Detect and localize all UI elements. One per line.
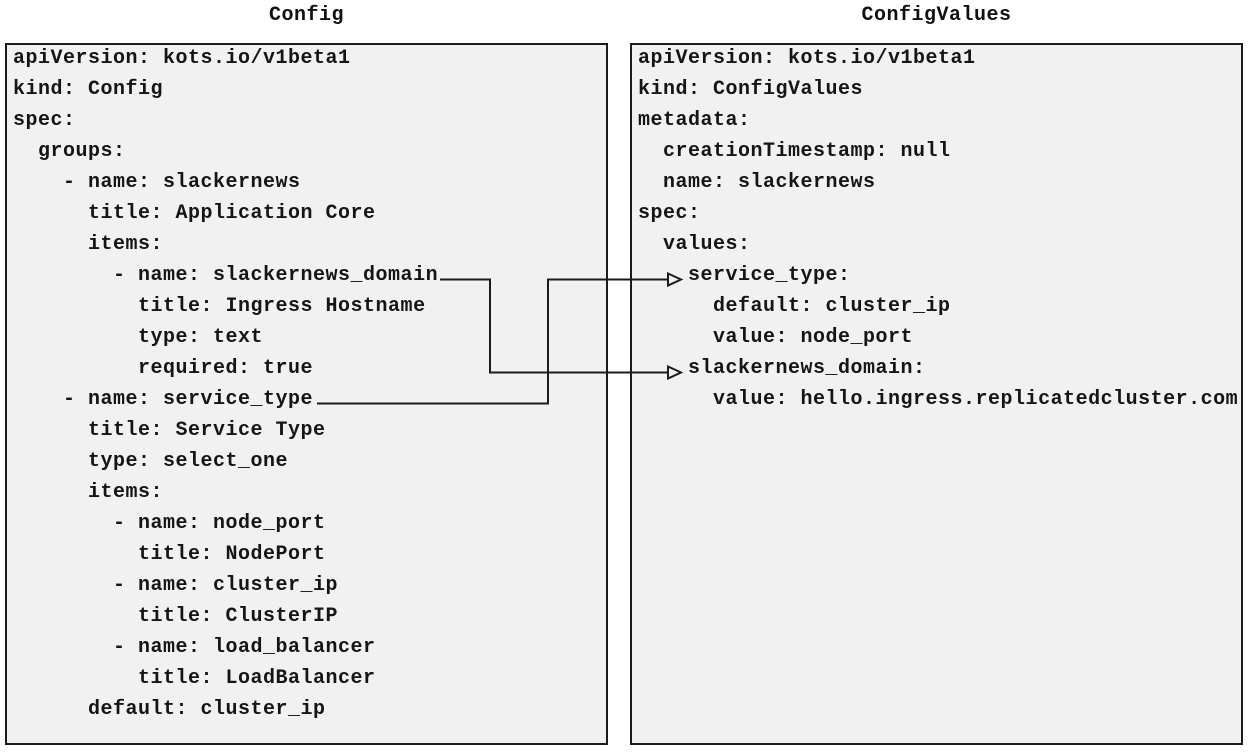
config-code-block: apiVersion: kots.io/v1beta1 kind: Config s… bbox=[7, 45, 606, 729]
code-line: type: text bbox=[13, 326, 264, 349]
code-line: - name: service_type bbox=[13, 388, 314, 411]
code-line: creationTimestamp: null bbox=[638, 140, 951, 163]
code-line: metadata: bbox=[638, 109, 751, 132]
code-line: kind: Config bbox=[13, 78, 164, 101]
code-line: apiVersion: kots.io/v1beta1 bbox=[638, 47, 976, 70]
code-line: spec: bbox=[638, 202, 701, 225]
code-line: default: cluster_ip bbox=[638, 295, 951, 318]
code-line: values: bbox=[638, 233, 751, 256]
code-line: name: slackernews bbox=[638, 171, 876, 194]
code-line: value: node_port bbox=[638, 326, 914, 349]
code-line: - name: load_balancer bbox=[13, 636, 376, 659]
code-line: groups: bbox=[13, 140, 126, 163]
code-line: slackernews_domain: bbox=[638, 357, 926, 380]
code-line: title: Service Type bbox=[13, 419, 326, 442]
code-line: required: true bbox=[13, 357, 314, 380]
code-line: value: hello.ingress.replicatedcluster.c… bbox=[638, 388, 1239, 411]
code-line: - name: slackernews bbox=[13, 171, 301, 194]
code-line: apiVersion: kots.io/v1beta1 bbox=[13, 47, 351, 70]
code-line: - name: cluster_ip bbox=[13, 574, 339, 597]
code-line: items: bbox=[13, 481, 164, 504]
code-line: - name: node_port bbox=[13, 512, 326, 535]
code-line: default: cluster_ip bbox=[13, 698, 326, 721]
configvalues-code-block: apiVersion: kots.io/v1beta1 kind: ConfigV… bbox=[632, 45, 1241, 419]
code-line: title: ClusterIP bbox=[13, 605, 339, 628]
code-line: service_type: bbox=[638, 264, 851, 287]
code-line: type: select_one bbox=[13, 450, 289, 473]
configvalues-panel: apiVersion: kots.io/v1beta1 kind: ConfigV… bbox=[630, 43, 1243, 745]
code-line: items: bbox=[13, 233, 164, 256]
configvalues-panel-title: ConfigValues bbox=[861, 4, 1012, 27]
code-line: title: NodePort bbox=[13, 543, 326, 566]
code-line: title: LoadBalancer bbox=[13, 667, 376, 690]
code-line: - name: slackernews_domain bbox=[13, 264, 439, 287]
config-panel-title: Config bbox=[268, 4, 344, 27]
config-panel: apiVersion: kots.io/v1beta1 kind: Config s… bbox=[5, 43, 608, 745]
code-line: title: Ingress Hostname bbox=[13, 295, 426, 318]
code-line: title: Application Core bbox=[13, 202, 376, 225]
code-line: kind: ConfigValues bbox=[638, 78, 864, 101]
code-line: spec: bbox=[13, 109, 76, 132]
